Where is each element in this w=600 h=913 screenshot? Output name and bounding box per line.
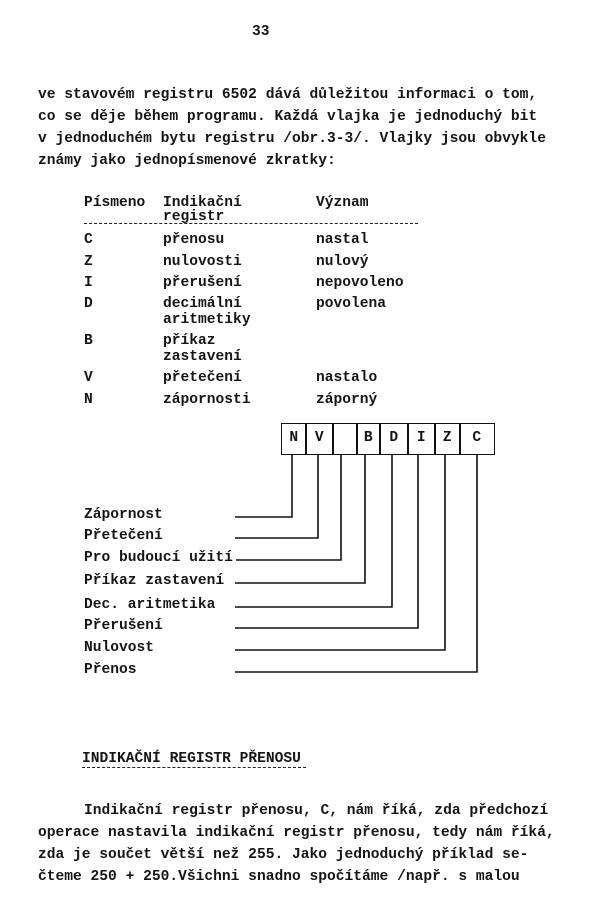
connector-line: [235, 455, 319, 539]
header-register: Indikační: [163, 195, 242, 211]
bit-box: Z: [434, 423, 461, 455]
table-cell-register: zápornosti: [163, 392, 251, 408]
flag-label: Nulovost: [84, 640, 155, 656]
bit-box: B: [356, 423, 381, 455]
header-letter: Písmeno: [84, 195, 146, 211]
page-number: 33: [252, 24, 270, 40]
header-divider: [84, 223, 418, 224]
text-line: co se děje během programu. Každá vlajka …: [38, 109, 538, 125]
connector-line: [235, 455, 419, 629]
text-line: zda je součet větší než 255. Jako jednod…: [38, 847, 529, 863]
heading-underline: [82, 767, 306, 768]
text-line: Indikační registr přenosu, C, nám říká, …: [84, 803, 549, 819]
flag-label: Dec. aritmetika: [84, 597, 216, 613]
table-cell-letter: N: [84, 392, 93, 408]
bit-box: D: [379, 423, 409, 455]
connector-line: [235, 455, 393, 608]
table-cell-meaning: nepovoleno: [316, 275, 404, 291]
table-cell-letter: I: [84, 275, 93, 291]
table-cell-meaning: povolena: [316, 296, 387, 312]
header-meaning: Význam: [316, 195, 369, 211]
table-cell-meaning: nastal: [316, 232, 369, 248]
flag-label: Příkaz zastavení: [84, 573, 225, 589]
table-cell-letter: Z: [84, 254, 93, 270]
bit-box: V: [305, 423, 334, 455]
table-cell-register: přenosu: [163, 232, 225, 248]
flag-label: Pro budoucí užití: [84, 550, 233, 566]
table-cell-letter: B: [84, 333, 93, 349]
table-cell-letter: V: [84, 370, 93, 386]
flag-label: Přetečení: [84, 528, 163, 544]
connector-line: [235, 455, 446, 651]
table-cell-register2: zastavení: [163, 349, 242, 365]
text-line: známy jako jednopísmenové zkratky:: [38, 153, 336, 169]
text-line: čteme 250 + 250.Všichni snadno spočítáme…: [38, 869, 520, 885]
bit-box: C: [459, 423, 495, 455]
section-heading: INDIKAČNÍ REGISTR PŘENOSU: [82, 751, 301, 767]
bit-box: [332, 423, 358, 455]
table-cell-register2: aritmetiky: [163, 312, 251, 328]
flag-label: Zápornost: [84, 507, 163, 523]
table-cell-meaning: nulový: [316, 254, 369, 270]
text-line: ve stavovém registru 6502 dává důležitou…: [38, 87, 538, 103]
connector-line: [235, 455, 293, 518]
bit-box: I: [407, 423, 436, 455]
table-cell-meaning: nastalo: [316, 370, 378, 386]
table-cell-letter: D: [84, 296, 93, 312]
table-cell-meaning: záporný: [316, 392, 378, 408]
flag-label: Přerušení: [84, 618, 163, 634]
connector-line: [235, 455, 366, 584]
table-cell-letter: C: [84, 232, 93, 248]
flag-label: Přenos: [84, 662, 137, 678]
text-line: v jednoduchém bytu registru /obr.3-3/. V…: [38, 131, 546, 147]
table-cell-register: nulovosti: [163, 254, 242, 270]
text-line: operace nastavila indikační registr přen…: [38, 825, 555, 841]
header-register-2: registr: [163, 209, 225, 225]
table-cell-register: přetečení: [163, 370, 242, 386]
table-cell-register: decimální: [163, 296, 242, 312]
bit-box: N: [281, 423, 307, 455]
connector-line: [235, 455, 478, 673]
connector-line: [236, 455, 342, 561]
table-cell-register: přerušení: [163, 275, 242, 291]
table-cell-register: příkaz: [163, 333, 216, 349]
